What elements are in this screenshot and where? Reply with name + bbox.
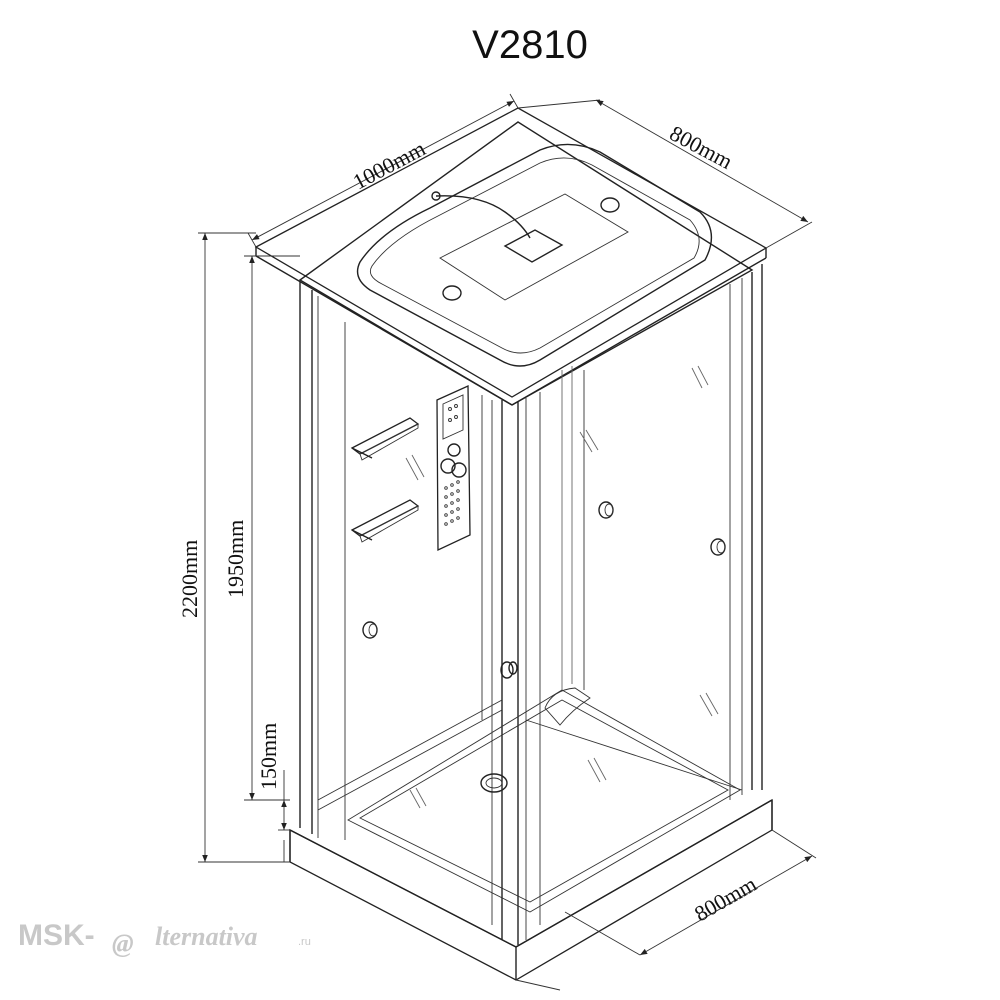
dim-total-height: 2200mm [177,540,202,618]
dim-cabin-height: 1950mm [223,520,248,598]
control-panel [436,384,471,552]
model-title: V2810 [472,23,588,67]
drain-icon [480,773,508,793]
svg-text:@: @ [112,929,134,958]
svg-text:lternativa: lternativa [155,922,258,951]
glass-reflection [405,365,719,809]
dimension-lines [198,93,817,991]
dim-top-depth: 800mm [666,120,737,174]
display-panel-icon [442,394,464,440]
door-handle-icon [500,661,518,679]
shower-tray [289,687,773,981]
dim-tray-height: 150mm [256,723,281,790]
svg-text:MSK-: MSK- [18,919,95,952]
knob-icon [447,443,461,457]
watermark-logo: MSK- @ lternativa .ru [18,919,311,958]
knob-icon [440,458,456,474]
rain-shower-head [503,229,564,263]
dim-bottom-depth: 800mm [690,871,761,926]
knob-icon [451,462,467,478]
massage-jet-icon [710,538,726,556]
cabin-frame [299,264,763,945]
svg-text:.ru: .ru [298,936,311,948]
massage-jet-icon [362,621,378,639]
massage-jet-icon [598,501,614,519]
roof-speaker-icon [442,285,462,301]
shelf [350,417,420,461]
shelf [350,499,420,543]
